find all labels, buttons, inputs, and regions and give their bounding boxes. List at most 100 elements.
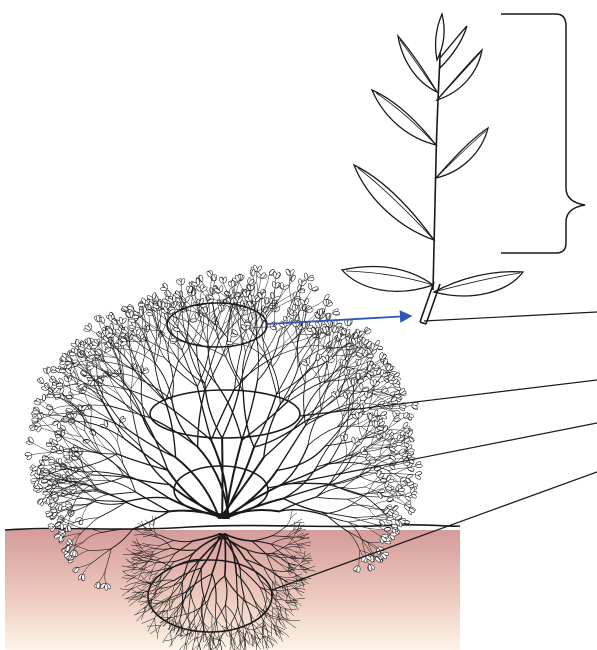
canopy-branch	[66, 430, 79, 441]
canopy-leaf	[416, 464, 423, 468]
canopy-branch	[90, 441, 105, 448]
canopy-leaf	[48, 524, 54, 527]
canopy-branch	[172, 400, 198, 447]
canopy-branch	[328, 428, 347, 464]
canopy-leaf	[104, 347, 111, 353]
canopy-branch	[350, 505, 371, 507]
canopy-branch	[323, 512, 348, 531]
canopy-leaf	[291, 320, 297, 327]
canopy-leaf	[371, 343, 375, 350]
canopy-leaf	[47, 394, 54, 398]
canopy-branch	[232, 307, 240, 327]
canopy-leaf	[63, 375, 69, 382]
canopy-leaf	[356, 352, 363, 358]
canopy-leaf	[104, 584, 108, 591]
canopy-branch	[358, 419, 362, 437]
canopy-branch	[395, 474, 415, 475]
canopy-branch	[95, 502, 127, 505]
canopy-leaf	[351, 437, 355, 444]
canopy-branch	[97, 490, 127, 501]
canopy-branch	[131, 370, 133, 388]
root-branch	[154, 517, 156, 526]
canopy-branch	[74, 498, 97, 500]
canopy-branch	[133, 413, 141, 446]
canopy-leaf	[59, 369, 66, 373]
canopy-leaf	[48, 459, 55, 463]
canopy-branch	[341, 403, 372, 407]
canopy-branch	[197, 347, 205, 390]
canopy-leaf	[80, 370, 87, 376]
canopy-branch	[345, 441, 347, 457]
canopy-branch	[96, 501, 127, 502]
canopy-branch	[242, 352, 245, 392]
canopy-leaf	[408, 449, 414, 452]
canopy-leaf	[252, 269, 256, 276]
canopy-leaf	[292, 304, 296, 311]
canopy-branch	[286, 327, 298, 350]
canopy-branch	[106, 448, 124, 464]
canopy-branch	[304, 383, 306, 425]
root-branch	[295, 522, 304, 523]
canopy-branch	[91, 411, 92, 431]
canopy-branch	[154, 359, 165, 402]
canopy-leaf	[390, 533, 397, 537]
canopy-leaf	[285, 269, 291, 276]
canopy-branch	[369, 528, 384, 530]
canopy-branch	[303, 383, 325, 418]
canopy-branch	[364, 487, 378, 492]
canopy-branch	[371, 448, 389, 449]
canopy-leaf	[415, 471, 422, 476]
shoot-leaf	[372, 90, 436, 145]
canopy-leaf	[81, 574, 85, 581]
bracket-icon	[501, 14, 585, 253]
canopy-leaf	[231, 281, 234, 287]
canopy-leaf	[356, 373, 360, 380]
leader-line-crown	[268, 423, 597, 488]
canopy-leaf	[47, 498, 50, 504]
canopy-leaf	[307, 358, 310, 364]
canopy-leaf	[172, 295, 176, 302]
canopy-leaf	[299, 290, 306, 293]
canopy-leaf	[380, 479, 386, 482]
canopy-leaf	[73, 550, 76, 557]
canopy-branch	[262, 321, 264, 353]
canopy-branch	[189, 297, 192, 319]
canopy-branch	[90, 480, 110, 481]
canopy-leaf	[42, 394, 45, 400]
canopy-branch	[282, 445, 308, 484]
canopy-branch	[117, 441, 123, 464]
crown-zone-ellipse	[174, 466, 268, 514]
canopy-leaf	[380, 411, 387, 417]
canopy-branch	[349, 519, 370, 522]
canopy-leaf	[170, 338, 177, 342]
canopy-branch	[72, 502, 95, 507]
canopy-branch	[321, 514, 349, 522]
root-branch	[291, 513, 297, 518]
canopy-branch	[343, 487, 364, 488]
canopy-branch	[103, 383, 119, 394]
canopy-branch	[32, 452, 52, 454]
shoot-leaf	[342, 266, 433, 291]
shoot-leaf	[354, 165, 434, 240]
canopy-branch	[102, 455, 129, 477]
canopy-branch	[90, 477, 125, 486]
canopy-branch	[107, 492, 136, 495]
canopy-branch	[347, 398, 350, 428]
canopy-leaf	[304, 273, 309, 280]
canopy-branch	[316, 497, 347, 499]
canopy-leaf	[369, 414, 372, 420]
canopy-leaf	[357, 566, 361, 573]
canopy-leaf	[389, 447, 396, 453]
root-branch	[225, 534, 226, 576]
canopy-branch	[264, 418, 303, 458]
canopy-branch	[187, 322, 208, 344]
canopy-branch	[198, 390, 205, 447]
canopy-leaf	[37, 468, 40, 474]
canopy-branch	[343, 475, 359, 488]
canopy-leaf	[333, 311, 340, 314]
shoot-leaf	[436, 14, 444, 60]
canopy-leaf	[46, 476, 53, 479]
canopy-leaf	[160, 287, 167, 291]
